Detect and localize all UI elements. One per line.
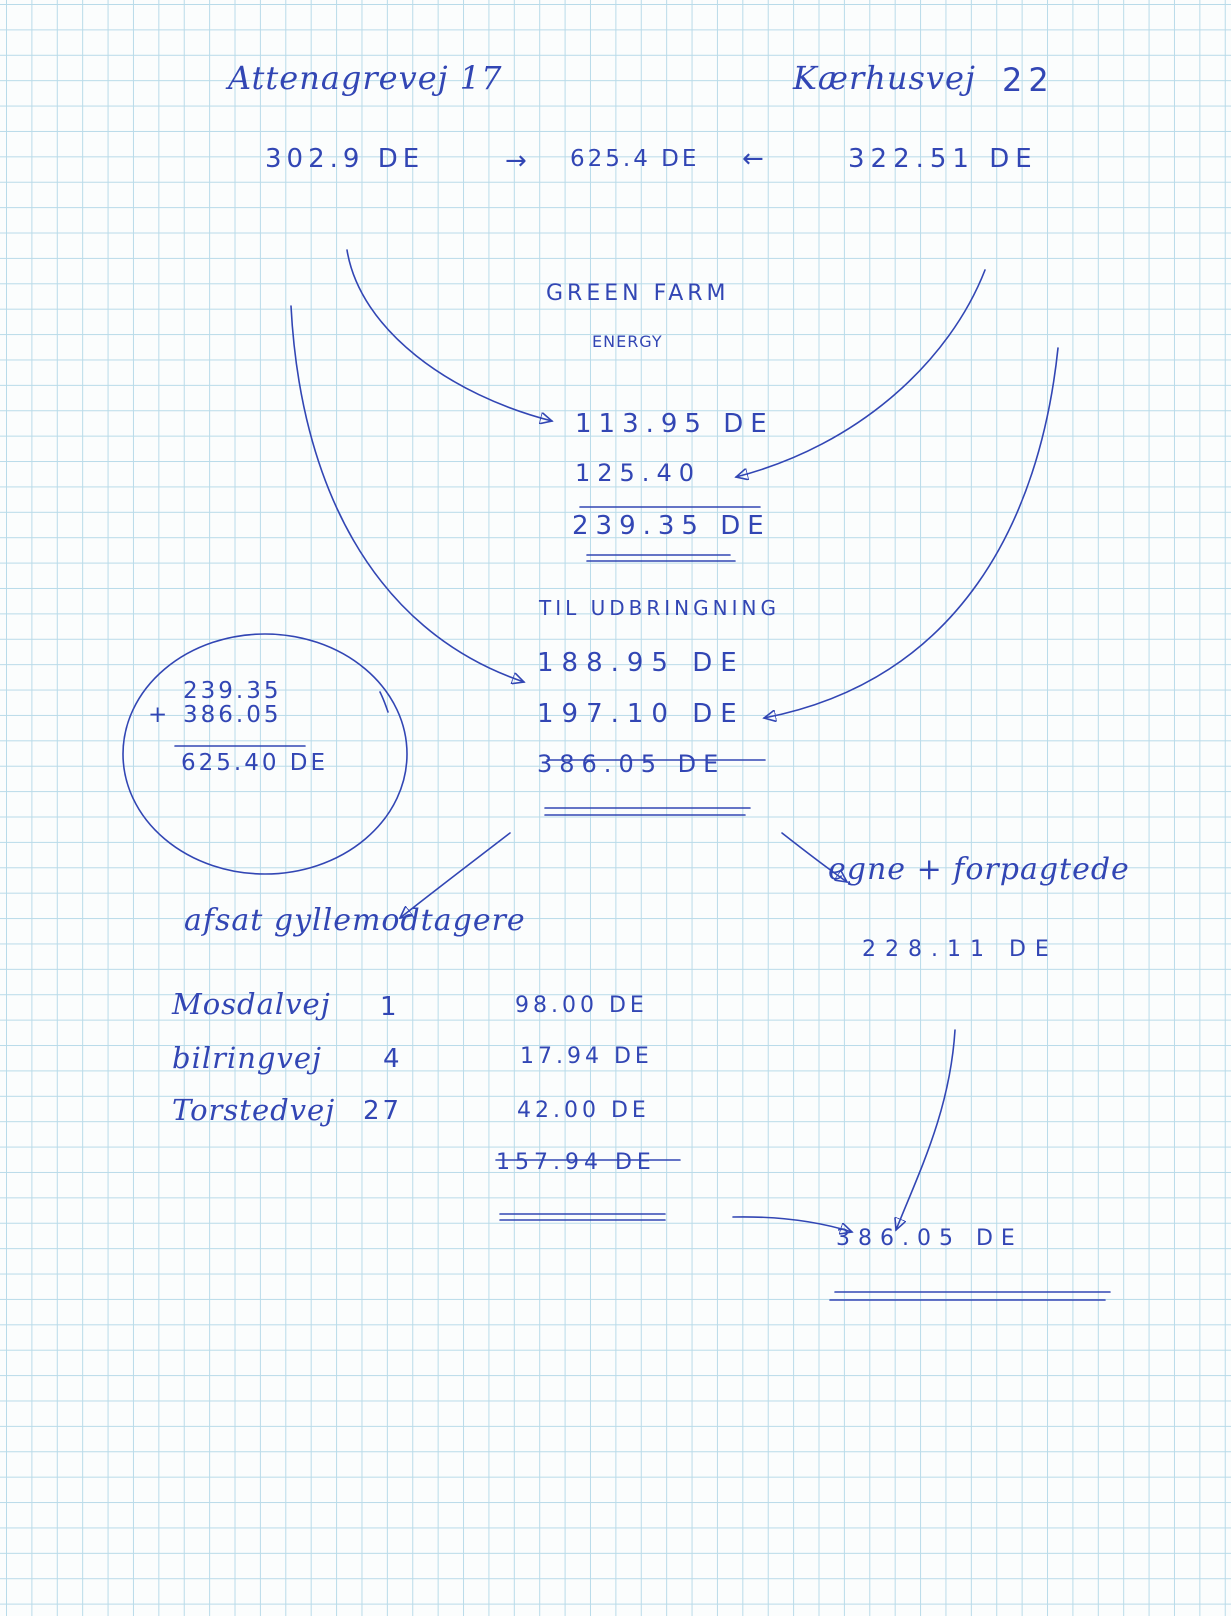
circle-result: 625.40 DE <box>181 750 329 776</box>
afsat-row-3-number: 27 <box>363 1096 403 1126</box>
circle-line-1: 239.35 <box>183 678 282 704</box>
afsat-title: afsat gyllemodtagere <box>184 903 526 938</box>
arrow-afsat-to-final <box>732 1216 852 1232</box>
arrow-attenagre-to-udbringning <box>290 305 524 682</box>
afsat-row-2-number: 4 <box>383 1044 403 1074</box>
left-total: 302.9 DE <box>265 144 425 174</box>
arrow-kaerhus-to-udbringning <box>764 347 1059 718</box>
arrow-attenagre-to-greenfarm <box>346 249 552 421</box>
afsat-row-1-number: 1 <box>380 992 400 1022</box>
green-farm-title: GREEN FARM <box>546 281 730 306</box>
green-farm-line-2: 125.40 <box>575 459 701 487</box>
arrow-right: → <box>505 146 530 176</box>
egne-value: 228.11 DE <box>862 937 1058 962</box>
afsat-row-2-name: bilringvej <box>172 1041 323 1075</box>
right-total: 322.51 DE <box>848 144 1038 174</box>
right-address-number: 22 <box>1002 61 1055 99</box>
udbringning-line-1: 188.95 DE <box>537 648 745 678</box>
final-total: 386.05 DE <box>836 1226 1023 1251</box>
afsat-row-3-name: Torstedvej <box>172 1093 336 1127</box>
green-farm-total: 239.35 DE <box>572 511 771 541</box>
udbringning-line-2: 197.10 DE <box>537 699 745 729</box>
afsat-row-3-value: 42.00 DE <box>517 1098 650 1123</box>
afsat-row-1-value: 98.00 DE <box>515 993 648 1018</box>
green-farm-subtitle: ENERGY <box>592 332 663 351</box>
egne-title: egne + forpagtede <box>828 852 1130 887</box>
arrow-egne-to-final <box>896 1029 956 1230</box>
afsat-total: 157.94 DE <box>496 1150 656 1175</box>
center-total: 625.4 DE <box>570 146 700 172</box>
afsat-row-2-value: 17.94 DE <box>520 1044 653 1069</box>
right-address: Kærhusvej <box>793 59 976 97</box>
circle-line-2: 386.05 <box>183 702 282 728</box>
udbringning-title: TIL UDBRINGNING <box>539 596 780 620</box>
afsat-row-1-name: Mosdalvej <box>172 987 331 1021</box>
arrow-left: ← <box>742 144 767 174</box>
green-farm-line-1: 113.95 DE <box>575 409 774 439</box>
arrow-kaerhus-to-greenfarm <box>736 269 986 477</box>
left-address: Attenagrevej 17 <box>228 59 503 97</box>
udbringning-total: 386.05 DE <box>537 750 726 778</box>
circle-plus: + <box>148 702 171 728</box>
